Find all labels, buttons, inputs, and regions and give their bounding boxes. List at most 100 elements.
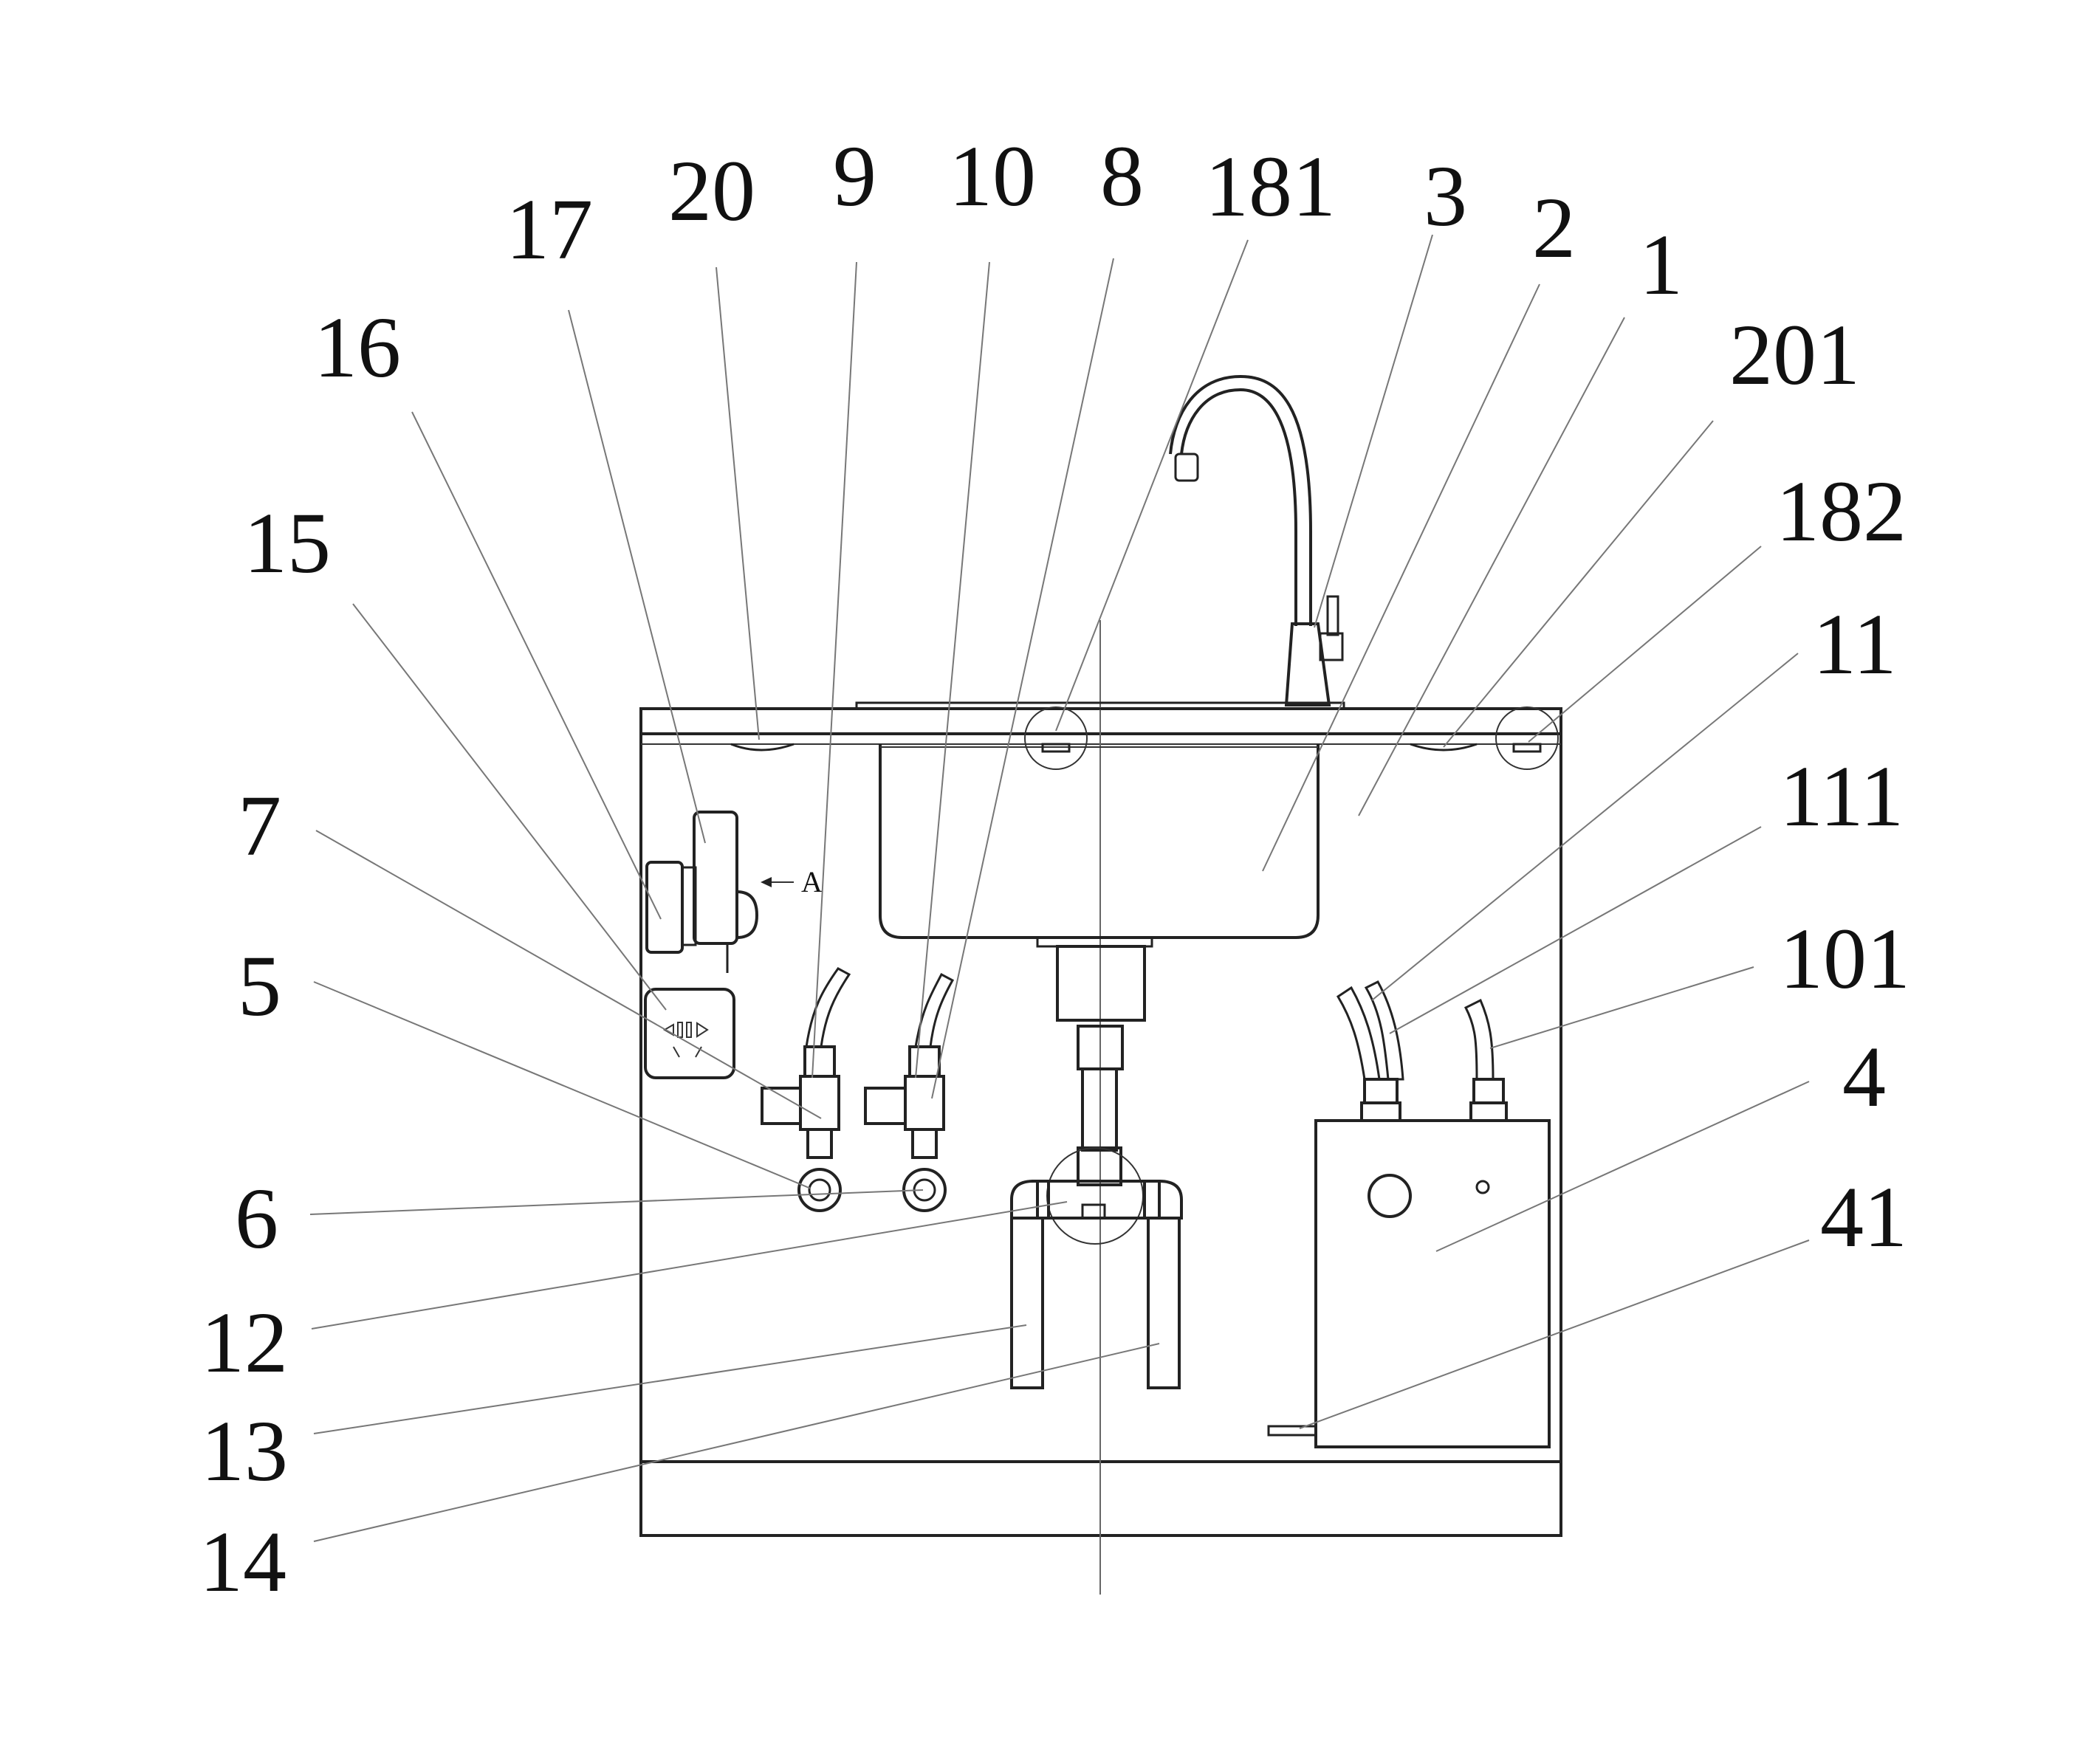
angle-valve-7 [761, 967, 851, 1212]
heater-fitting-left [1363, 1078, 1399, 1104]
reference-labels: 20 9 10 8 181 3 2 1 201 182 11 111 101 4… [199, 128, 1910, 1610]
label-16: 16 [314, 299, 401, 396]
socket-plate [644, 988, 735, 1079]
leader-7 [315, 830, 822, 1119]
sensor-182-body [1512, 743, 1542, 753]
controller-side-plate [681, 866, 697, 946]
controller-knob [736, 890, 759, 939]
label-7: 7 [238, 777, 281, 874]
sink-bowl [879, 744, 1320, 939]
sensor-181 [1024, 706, 1088, 770]
faucet-handle-base [1319, 632, 1344, 661]
label-17: 17 [506, 181, 593, 278]
faucet-neck [1180, 388, 1297, 626]
socket-earth-a [673, 1046, 680, 1058]
light-201 [1410, 743, 1478, 752]
detail-circle-182 [1495, 706, 1559, 770]
tee-assembly [1010, 1147, 1183, 1389]
label-12: 12 [201, 1294, 288, 1391]
leader-20 [716, 266, 760, 740]
outlet-pipe-14 [1147, 1217, 1181, 1389]
leader-201 [1443, 420, 1714, 748]
faucet [855, 374, 1345, 710]
leader-17 [568, 309, 706, 844]
sensor-182 [1495, 706, 1559, 770]
valve-8-handle [864, 1087, 907, 1125]
hose-10 [914, 972, 955, 1048]
leader-13 [313, 1324, 1027, 1434]
controller-body-17 [693, 811, 738, 945]
hose-9 [805, 967, 851, 1048]
view-arrow-label: A [801, 865, 823, 898]
socket-slot-mid-b [686, 1022, 692, 1038]
controller-box-16 [645, 861, 684, 954]
valve-8-stem [911, 1128, 938, 1159]
label-3: 3 [1424, 148, 1467, 244]
label-10: 10 [949, 128, 1036, 224]
tee-left-elbow [1010, 1180, 1050, 1220]
water-heater-4 [1267, 980, 1551, 1448]
view-arrow-head [761, 877, 772, 887]
label-41: 41 [1820, 1169, 1907, 1265]
heater-body [1314, 1119, 1551, 1448]
label-1: 1 [1639, 216, 1683, 313]
controller: A [645, 811, 823, 973]
tee-body [1036, 1180, 1161, 1220]
label-13: 13 [201, 1403, 288, 1499]
socket-15 [644, 988, 735, 1079]
label-9: 9 [833, 128, 876, 224]
label-4: 4 [1842, 1028, 1886, 1125]
label-8: 8 [1100, 128, 1144, 224]
label-201: 201 [1729, 306, 1860, 403]
heater-display [1368, 1174, 1412, 1218]
hose-111 [1364, 980, 1404, 1081]
leader-16 [411, 411, 662, 920]
light-20 [730, 743, 795, 752]
valve-7-body [799, 1075, 840, 1131]
label-15: 15 [244, 495, 331, 591]
hose-101 [1464, 998, 1495, 1081]
leader-181 [1055, 239, 1249, 732]
faucet-neck-inner [1169, 374, 1312, 626]
label-181: 181 [1205, 138, 1336, 235]
nut-5-inner [808, 1178, 831, 1202]
leader-6 [309, 1189, 924, 1215]
sensor-181-body [1041, 743, 1071, 753]
heater-fitting-right-base [1469, 1101, 1508, 1122]
leader-12 [311, 1201, 1068, 1330]
label-111: 111 [1780, 748, 1904, 845]
heater-fitting-right [1472, 1078, 1505, 1104]
leader-1 [1358, 317, 1625, 816]
hose-10-fitting [908, 1045, 941, 1078]
nut-5 [797, 1168, 842, 1212]
leader-4 [1435, 1081, 1810, 1252]
tee-right-elbow [1143, 1180, 1183, 1220]
socket-slot-right [696, 1022, 709, 1038]
leader-11 [1371, 653, 1799, 1001]
valve-7-handle [761, 1087, 802, 1125]
label-11: 11 [1813, 596, 1897, 692]
leader-41 [1299, 1239, 1810, 1429]
leader-9 [811, 261, 857, 1079]
valve-8-body [904, 1075, 945, 1131]
socket-earth-b [695, 1046, 702, 1058]
leader-lines [309, 234, 1810, 1542]
heater-fitting-left-base [1360, 1101, 1401, 1122]
faucet-handle [1326, 595, 1339, 636]
outlet-pipe-13 [1010, 1217, 1044, 1389]
label-14: 14 [199, 1513, 286, 1610]
drain-body [1056, 945, 1146, 1022]
drain-tube-41 [1267, 1425, 1317, 1437]
tee-valve [1081, 1203, 1106, 1220]
hose-11 [1336, 986, 1381, 1081]
leader-10 [915, 261, 990, 1079]
label-5: 5 [238, 938, 281, 1034]
leader-111 [1389, 826, 1762, 1034]
detail-circle-181 [1024, 706, 1088, 770]
label-2: 2 [1532, 179, 1576, 276]
label-101: 101 [1780, 910, 1910, 1007]
label-6: 6 [235, 1170, 278, 1267]
leader-5 [313, 981, 811, 1189]
leader-15 [352, 603, 667, 1011]
